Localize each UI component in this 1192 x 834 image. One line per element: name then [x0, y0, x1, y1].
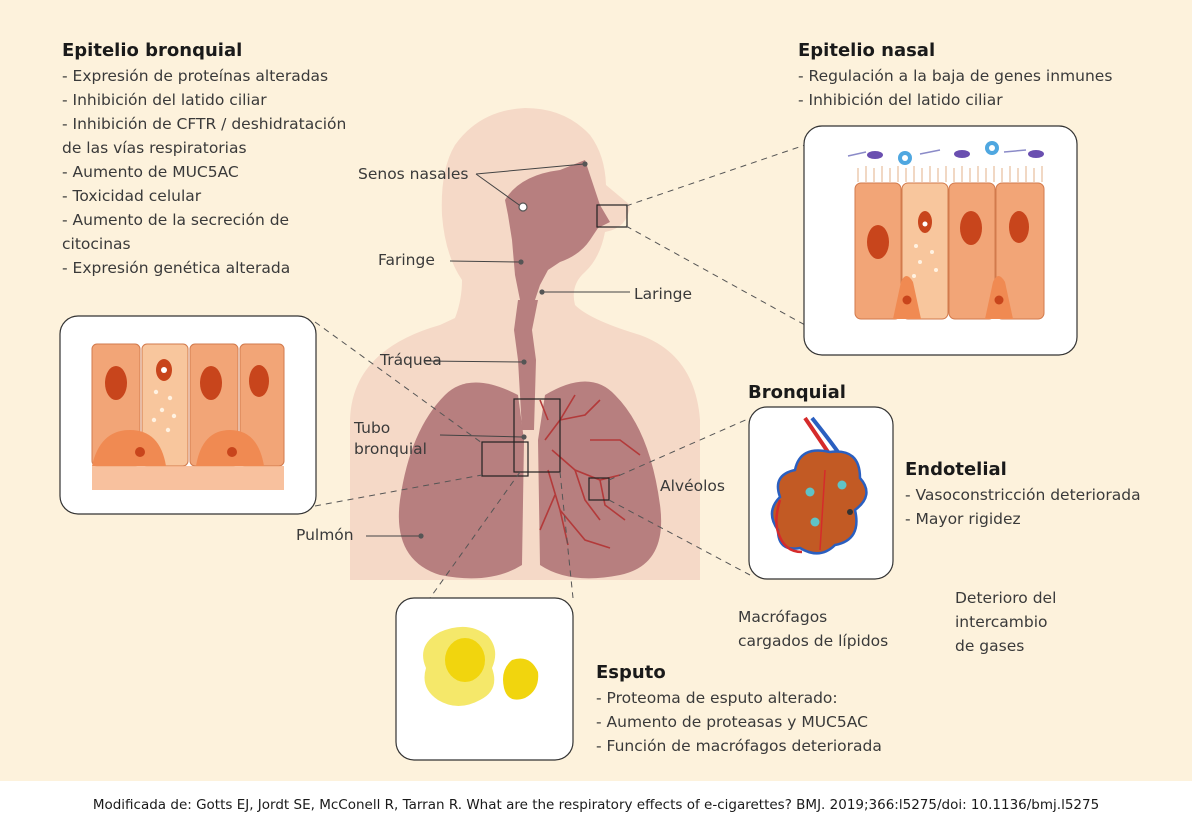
label-tubo-bronquial: Tubo bronquial [354, 418, 427, 460]
label-senos-nasales: Senos nasales [358, 164, 469, 185]
footer-citation: Modificada de: Gotts EJ, Jordt SE, McCon… [0, 797, 1192, 813]
endotelial-line: - Vasoconstricción deteriorada [905, 483, 1185, 507]
deterioro-line: intercambio [955, 610, 1056, 634]
sputum-inset [396, 598, 573, 760]
endotelial-line: - Mayor rigidez [905, 507, 1185, 531]
label-pulmon: Pulmón [296, 525, 354, 546]
bronquial-line: - Expresión de proteínas alteradas [62, 64, 362, 88]
macrofagos-line: Macrófagos [738, 605, 888, 629]
alveolus-inset [749, 407, 893, 579]
bronquial-line: - Inhibición del latido ciliar [62, 88, 362, 112]
endotelial-section: Endotelial - Vasoconstricción deteriorad… [905, 457, 1185, 531]
bronquial-line: citocinas [62, 232, 362, 256]
epitelio-nasal-title: Epitelio nasal [798, 38, 1168, 64]
deterioro-line: de gases [955, 634, 1056, 658]
tubo-bronquial-line: bronquial [354, 439, 427, 460]
deterioro-line: Deterioro del [955, 586, 1056, 610]
endotelial-title: Endotelial [905, 457, 1185, 483]
bronquial-line: de las vías respiratorias [62, 136, 362, 160]
label-traquea: Tráquea [380, 350, 442, 371]
bronquial-line: - Aumento de MUC5AC [62, 160, 362, 184]
label-faringe: Faringe [378, 250, 435, 271]
label-alveolos: Alvéolos [660, 476, 725, 497]
bronchial-epithelium-inset [60, 316, 316, 514]
epitelio-bronquial-title: Epitelio bronquial [62, 38, 362, 64]
nasal-line: - Inhibición del latido ciliar [798, 88, 1168, 112]
nasal-line: - Regulación a la baja de genes inmunes [798, 64, 1168, 88]
macrofagos-line: cargados de lípidos [738, 629, 888, 653]
note-macrofagos: Macrófagos cargados de lípidos [738, 605, 888, 653]
bronquial-line: - Toxicidad celular [62, 184, 362, 208]
epitelio-nasal-section: Epitelio nasal - Regulación a la baja de… [798, 38, 1168, 112]
bronquial-line: - Inhibición de CFTR / deshidratación [62, 112, 362, 136]
esputo-section: Esputo - Proteoma de esputo alterado: - … [596, 660, 926, 758]
bronquial-line: - Expresión genética alterada [62, 256, 362, 280]
bronquial-title: Bronquial [748, 380, 846, 406]
note-deterioro: Deterioro del intercambio de gases [955, 586, 1056, 658]
esputo-line: - Proteoma de esputo alterado: [596, 686, 926, 710]
tubo-bronquial-line: Tubo [354, 418, 427, 439]
esputo-line: - Aumento de proteasas y MUC5AC [596, 710, 926, 734]
label-laringe: Laringe [634, 284, 692, 305]
esputo-line: - Función de macrófagos deteriorada [596, 734, 926, 758]
nasal-epithelium-inset [804, 126, 1077, 355]
bronquial-line: - Aumento de la secreción de [62, 208, 362, 232]
esputo-title: Esputo [596, 660, 926, 686]
epitelio-bronquial-section: Epitelio bronquial - Expresión de proteí… [62, 38, 362, 280]
